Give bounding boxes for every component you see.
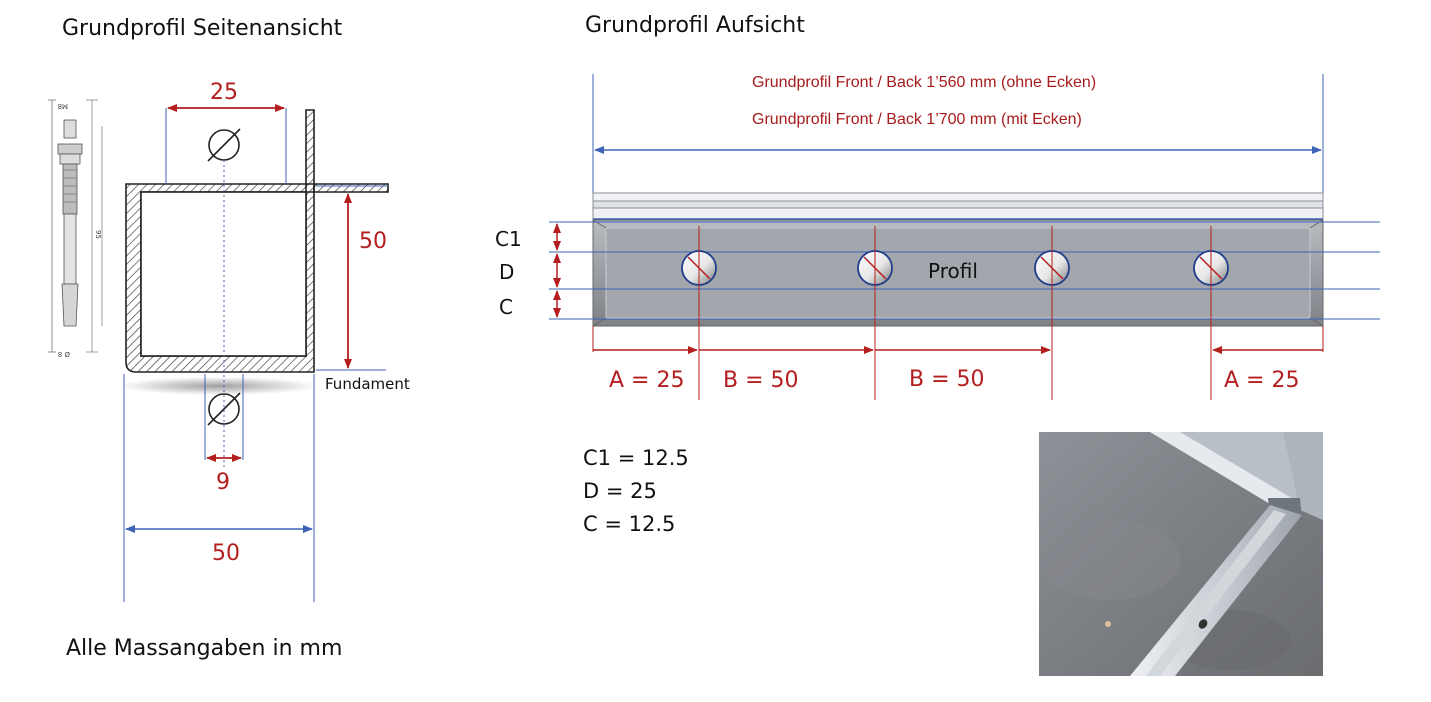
row-label-c: C [499,295,513,319]
dim-top-label: 25 [210,80,238,105]
profile-flange [592,192,1324,221]
dim-b-mid-label: B = 50 [909,367,985,392]
profile-cross-section [125,109,389,373]
top-view-title: Grundprofil Aufsicht [585,13,805,38]
bolt-label-diameter: Ø 8 [58,350,70,358]
bolt-label-m8: M8 [58,102,69,110]
dim-a-right-label: A = 25 [1224,368,1299,393]
dim-a-left-label: A = 25 [609,368,684,393]
foundation-label: Fundament [325,375,410,393]
anchor-bolt: M8 95 Ø 8 [48,99,103,358]
dim-hole-label: 9 [216,470,230,495]
dim-width-label: 50 [212,541,240,566]
dim-b-left-label: B = 50 [723,368,799,393]
installed-profile-photo [1039,432,1323,676]
bottom-hole-symbol [208,393,240,425]
row-label-d: D [499,260,514,284]
formula-c: C = 12.5 [583,512,676,536]
length-note-line1: Grundprofil Front / Back 1’560 mm (ohne … [752,74,1096,91]
length-note-line2: Grundprofil Front / Back 1’700 mm (mit E… [752,111,1082,128]
formula-c1: C1 = 12.5 [583,446,689,470]
side-view-title: Grundprofil Seitenansicht [62,16,343,41]
footer-note: Alle Massangaben in mm [66,636,343,661]
row-label-c1: C1 [495,227,522,251]
formula-d: D = 25 [583,479,657,503]
bolt-label-length: 95 [94,230,102,239]
profile-label: Profil [928,259,978,283]
ground-shadow [118,377,318,395]
dim-height-label: 50 [359,229,387,254]
